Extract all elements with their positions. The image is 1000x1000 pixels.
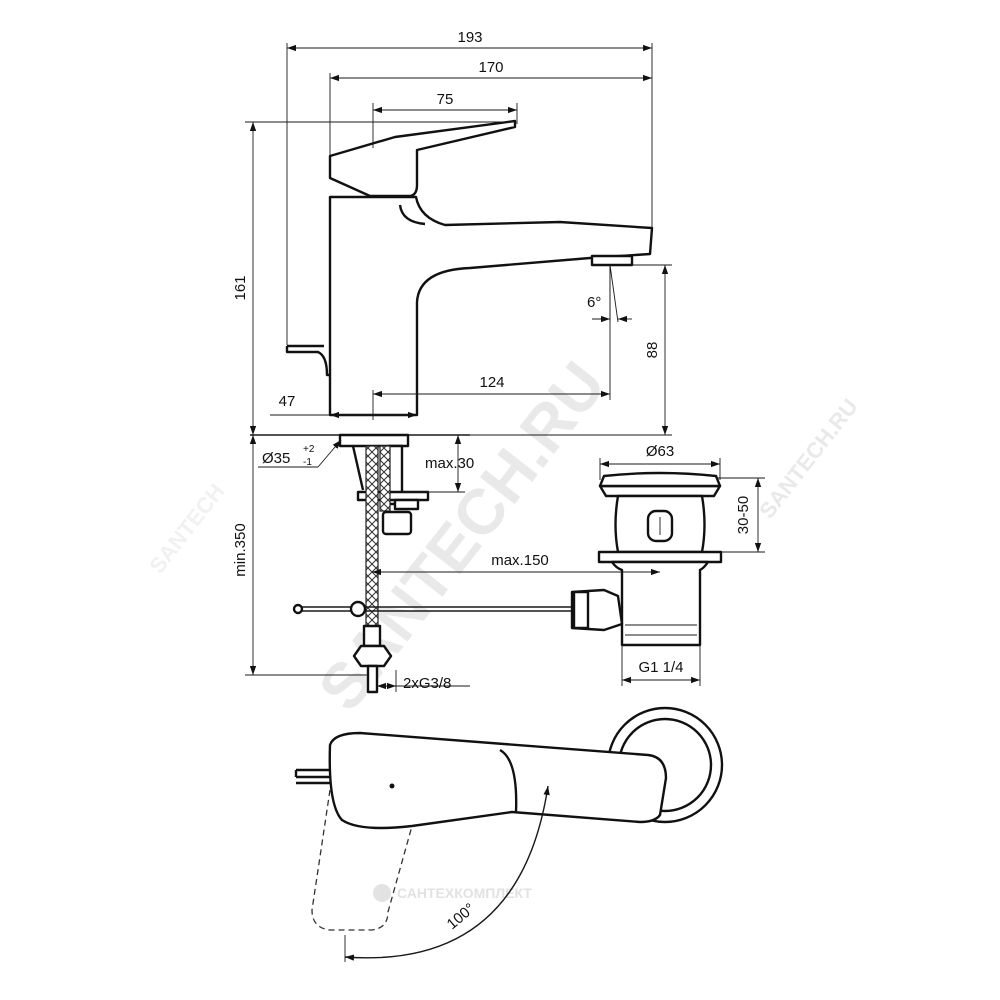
- rod-end-knob: [292, 603, 304, 615]
- aerator: [590, 254, 634, 267]
- faucet-body: [328, 195, 654, 417]
- supply-hose-2: [379, 445, 391, 512]
- dim-47-label: 47: [279, 393, 296, 410]
- dim-161-label: 161: [232, 275, 249, 300]
- rod-clip: [349, 600, 367, 618]
- dim-150-label: max.150: [491, 552, 549, 569]
- supply-stub: [366, 664, 379, 694]
- base-flange: [338, 433, 410, 448]
- lever: [328, 119, 517, 198]
- popup-rod: [285, 346, 330, 377]
- logo-icon: [373, 884, 391, 902]
- dim-35-label: Ø35: [262, 450, 290, 467]
- hose-end-ferrule: [362, 624, 382, 648]
- waste-cap: [598, 484, 722, 498]
- dim-63-label: Ø63: [646, 443, 674, 460]
- dim-35-pointer: [317, 439, 342, 468]
- dim-75-label: 75: [437, 91, 454, 108]
- body-inner-curve: [398, 204, 426, 226]
- top-view-marker-dot: [389, 783, 395, 789]
- watermark-side: SANTECH.RU: [754, 394, 862, 523]
- dim-3050-label: 30-50: [735, 496, 752, 534]
- dim-35-tol-minus: -1: [303, 457, 312, 468]
- watermark-group: SANTECH.RU SANTECH.RU SANTECH САНТЕХКОМП…: [144, 349, 863, 902]
- rotation-arc: [344, 785, 550, 961]
- hose-fitting: [381, 510, 413, 536]
- dim-g38-label: 2xG3/8: [403, 675, 451, 692]
- dim-350-label: min.350: [232, 523, 249, 576]
- dim-g114-label: G1 1/4: [638, 659, 683, 676]
- waste-valve: [570, 471, 723, 647]
- faucet-elevation: [250, 119, 654, 694]
- watermark-faint: SANTECH: [144, 479, 229, 578]
- dim-35-tol-plus: +2: [303, 444, 315, 455]
- dim-193-label: 193: [457, 29, 482, 46]
- waste-lower-flange: [597, 550, 723, 564]
- faucet-top-view: [294, 706, 724, 962]
- ext-angle-slant: [609, 264, 619, 323]
- waste-connector-nut: [572, 590, 590, 630]
- supply-nut-icon: [352, 644, 393, 668]
- dim-30-label: max.30: [425, 455, 474, 472]
- mounting-bracket: [393, 498, 420, 511]
- waste-tail: [610, 560, 710, 647]
- dim-124-label: 124: [479, 374, 504, 391]
- waste-top-flange: [598, 471, 722, 488]
- dimension-lines: 193 170 75 161 88 124 47 Ø35 +2 -1 max.3…: [232, 29, 765, 933]
- popup-pull-rod: [351, 445, 365, 491]
- dim-88-label: 88: [644, 342, 661, 359]
- dim-170-label: 170: [478, 59, 503, 76]
- dim-angle-label: 6°: [587, 294, 601, 311]
- top-view-rod: [294, 768, 330, 779]
